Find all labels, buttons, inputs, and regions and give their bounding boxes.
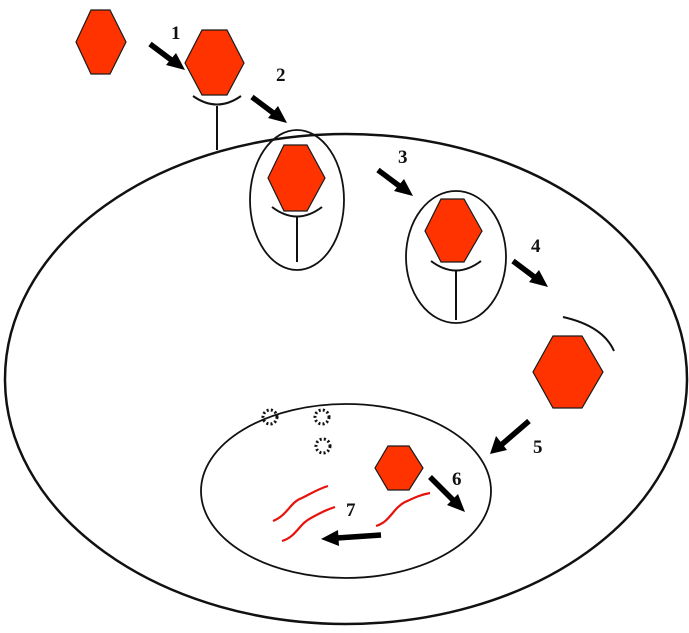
arrow-step-5 [490,421,529,454]
step-label-1: 1 [171,23,181,44]
nuclear-particle-2 [315,410,329,424]
step-label-5: 5 [533,437,543,458]
step-label-3: 3 [398,147,408,168]
genome-strand-1 [273,486,328,521]
step-label-6: 6 [452,469,462,490]
nuclear-virion [375,446,423,490]
arrow-step-3 [378,170,413,196]
released-virion [533,336,603,408]
arrow-step-4 [513,261,548,287]
cell-surface-receptor [193,96,241,105]
free-virion [76,10,126,74]
step-label-2: 2 [276,65,286,86]
receptor-bound-virion [185,30,244,95]
step-label-7: 7 [346,500,356,521]
arrow-step-2 [252,97,287,123]
nuclear-particle-3 [316,439,330,453]
endosome-2-virion [425,199,482,262]
genome-strand-3 [376,493,430,526]
endosome-1-virion [268,145,325,211]
arrow-step-7 [321,530,381,546]
arrow-step-1 [150,44,185,70]
step-label-4: 4 [531,236,541,257]
